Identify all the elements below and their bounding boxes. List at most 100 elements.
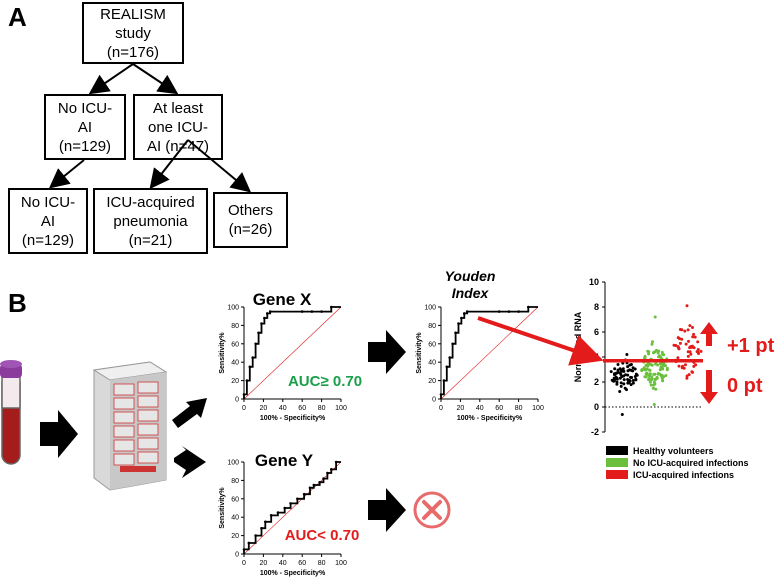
roc-y-tick-label: 40 (231, 515, 239, 522)
scatter-point (677, 364, 681, 368)
device-slot (113, 397, 135, 410)
roc-curve (243, 306, 341, 399)
scatter-point (643, 356, 646, 360)
scatter-y-tick-label: 8 (594, 302, 599, 312)
roc-y-tick-label: 20 (231, 533, 239, 540)
roc-point (276, 511, 280, 514)
roc-y-tick-label: 80 (428, 323, 436, 330)
scatter-point (658, 372, 662, 376)
roc-point (260, 322, 263, 325)
roc-diagonal (440, 306, 539, 400)
roc-x-tick-label: 80 (318, 405, 326, 412)
scatter-point (655, 376, 659, 380)
roc-y-axis-label: Sensitivity% (219, 487, 226, 529)
roc-point (442, 379, 446, 382)
youden-title-line1: Youden (445, 268, 496, 284)
scatter-point (692, 332, 696, 336)
scatter-y-tick-label: 0 (594, 402, 599, 412)
roc-point (312, 483, 316, 487)
roc-y-tick-label: 0 (432, 397, 436, 404)
legend-label: Healthy volunteers (633, 446, 714, 456)
scatter-point (656, 363, 660, 367)
roc-point (330, 468, 333, 471)
roc-x-tick-label: 20 (260, 560, 268, 567)
plus-one-label: +1 pt (727, 335, 775, 357)
scatter-point (678, 341, 682, 345)
roc-x-tick-label: 100 (335, 560, 347, 567)
scatter-point (661, 364, 665, 368)
scatter-point (660, 362, 664, 366)
scatter-point (647, 350, 651, 354)
gene-y-auc-label: AUC< 0.70 (285, 527, 360, 544)
roc-point (245, 379, 249, 382)
roc-point (300, 310, 304, 313)
roc-y-tick-label: 40 (428, 360, 436, 367)
roc-point (465, 310, 469, 313)
scatter-point (696, 340, 700, 344)
scatter-point (649, 383, 653, 387)
scatter-point (616, 363, 620, 366)
roc-y-tick-label: 20 (428, 378, 436, 385)
flow-root-box: REALISM study (n=176) (82, 2, 184, 64)
roc-diagonal (243, 306, 342, 400)
roc-y-tick-label: 60 (231, 341, 239, 348)
scatter-point (618, 367, 622, 371)
instrument-device-icon (92, 361, 168, 491)
roc-point (302, 492, 306, 496)
scatter-point (687, 339, 690, 343)
scatter-point (631, 366, 635, 370)
roc-point (248, 365, 252, 369)
scatter-point (661, 379, 665, 383)
flow-bottom-no-icu-box: No ICU- AI (n=129) (8, 188, 88, 254)
device-slot (113, 453, 135, 466)
roc-point (289, 502, 292, 505)
scatter-point (688, 324, 692, 328)
roc-x-tick-label: 80 (515, 405, 523, 412)
scatter-point (660, 350, 664, 354)
scatter-point (609, 370, 613, 374)
scatter-point (618, 390, 622, 393)
flow-arrows (48, 63, 252, 193)
scatter-point (622, 378, 626, 382)
score-arrows (700, 322, 718, 404)
scatter-point (682, 366, 686, 370)
scatter-point (619, 384, 623, 388)
roc-point (330, 305, 333, 309)
roc-point (254, 534, 257, 537)
scatter-point (612, 372, 616, 376)
scatter-point (644, 363, 648, 367)
scatter-point (678, 328, 682, 331)
scatter-point (613, 367, 617, 371)
roc-point (263, 316, 266, 320)
roc-point (242, 393, 246, 396)
scatter-point (657, 349, 661, 353)
scatter-point (653, 315, 657, 319)
scatter-point (684, 363, 687, 367)
roc-x-tick-label: 60 (495, 405, 503, 412)
scatter-point (695, 350, 699, 354)
scatter-point (686, 354, 690, 358)
device-slot (113, 425, 135, 438)
roc-y-tick-label: 80 (231, 478, 239, 485)
roc-point (322, 477, 325, 480)
roc-x-tick-label: 20 (457, 405, 465, 412)
roc-point (517, 310, 520, 313)
roc-curve (440, 306, 538, 399)
roc-diagonal (243, 461, 342, 555)
roc-x-axis-label: 100% - Specificity% (260, 415, 326, 422)
roc-y-tick-label: 100 (424, 305, 436, 312)
scatter-point (650, 375, 654, 379)
down-arrow (700, 370, 718, 404)
scatter-point (664, 374, 668, 377)
scatter-point (640, 368, 644, 372)
roc-point (283, 506, 287, 510)
scatter-point (648, 380, 652, 384)
scatter-point (685, 376, 689, 380)
panel-b-label: B (8, 288, 27, 318)
scatter-point (683, 329, 687, 333)
flow-arrow-root-right (132, 63, 179, 95)
gene-x-title: Gene X (253, 290, 312, 309)
scatter-point (658, 368, 662, 372)
